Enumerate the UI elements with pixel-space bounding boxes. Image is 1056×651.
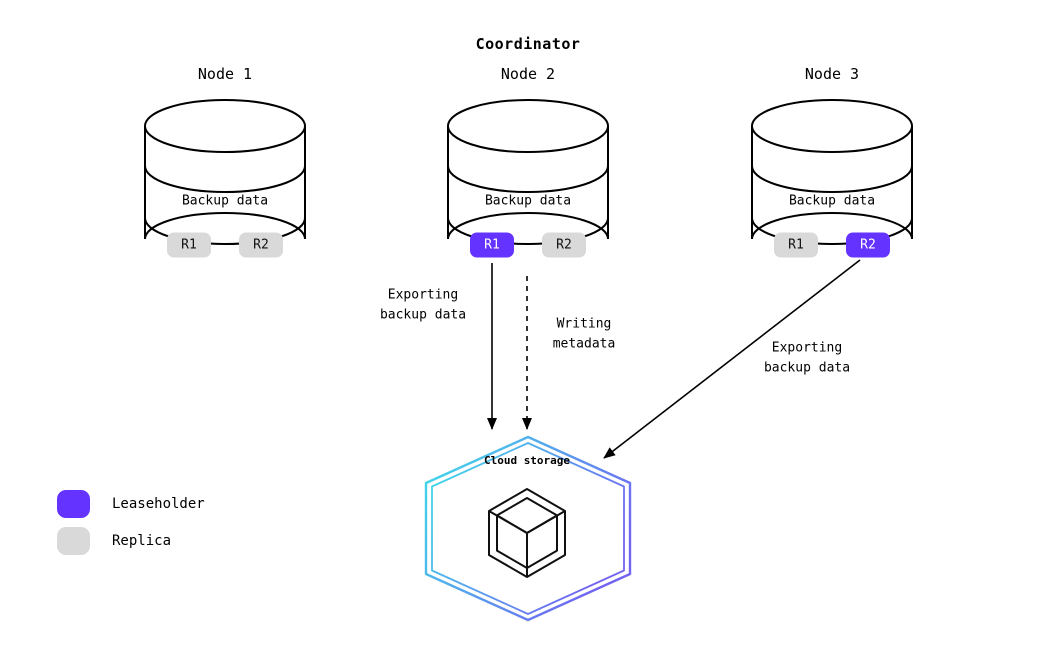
- cylinder-band: [144, 217, 306, 245]
- node1-replica-r1-badge: R1: [167, 232, 211, 258]
- node3-replica-r1-badge: R1: [774, 232, 818, 258]
- node3-label: Node 3: [804, 64, 860, 83]
- node1-backup-data-label: Backup data: [181, 193, 269, 209]
- cylinder-body: [751, 99, 913, 240]
- node2-backup-data-label: Backup data: [484, 193, 572, 209]
- legend-leaseholder-swatch: [57, 490, 90, 518]
- node1-label: Node 1: [197, 64, 253, 83]
- node3-database-cylinder-icon: [751, 99, 913, 245]
- cube-inner-edges: [496, 514, 558, 568]
- hexagon-outer-border: [424, 435, 632, 622]
- hexagon-inner-border: [431, 442, 625, 615]
- legend-replica-label: Replica: [112, 533, 172, 549]
- coordinator-title: Coordinator: [475, 34, 581, 53]
- legend-leaseholder-label: Leaseholder: [112, 496, 205, 512]
- cylinder-band: [751, 165, 913, 193]
- cylinder-top-rim: [447, 125, 609, 153]
- node3-backup-data-label: Backup data: [788, 193, 876, 209]
- cylinder-top-rim: [144, 125, 306, 153]
- arrow-label-exporting-node2: Exporting backup data: [379, 287, 467, 323]
- node2-label: Node 2: [500, 64, 556, 83]
- cloud-storage-hexagon: [424, 435, 632, 622]
- cube-icon: [488, 488, 566, 578]
- node1-replica-r2-badge: R2: [239, 232, 283, 258]
- arrow-export-node3-r2: [603, 259, 861, 459]
- cylinder-band: [447, 217, 609, 245]
- node2-replica-r2-badge: R2: [542, 232, 586, 258]
- node2-database-cylinder-icon: [447, 99, 609, 245]
- node3-leaseholder-r2-badge: R2: [846, 232, 890, 258]
- node2-leaseholder-r1-badge: R1: [470, 232, 514, 258]
- arrow-label-exporting-node3: Exporting backup data: [763, 340, 851, 376]
- cylinder-band: [447, 165, 609, 193]
- legend-replica-swatch: [57, 527, 90, 555]
- arrow-label-writing-metadata: Writing metadata: [552, 316, 616, 352]
- cloud-storage-label: Cloud storage: [483, 453, 571, 467]
- cylinder-body: [144, 99, 306, 240]
- cylinder-band: [751, 217, 913, 245]
- cylinder-band: [144, 165, 306, 193]
- cylinder-top-rim: [751, 125, 913, 153]
- node1-database-cylinder-icon: [144, 99, 306, 245]
- cylinder-body: [447, 99, 609, 240]
